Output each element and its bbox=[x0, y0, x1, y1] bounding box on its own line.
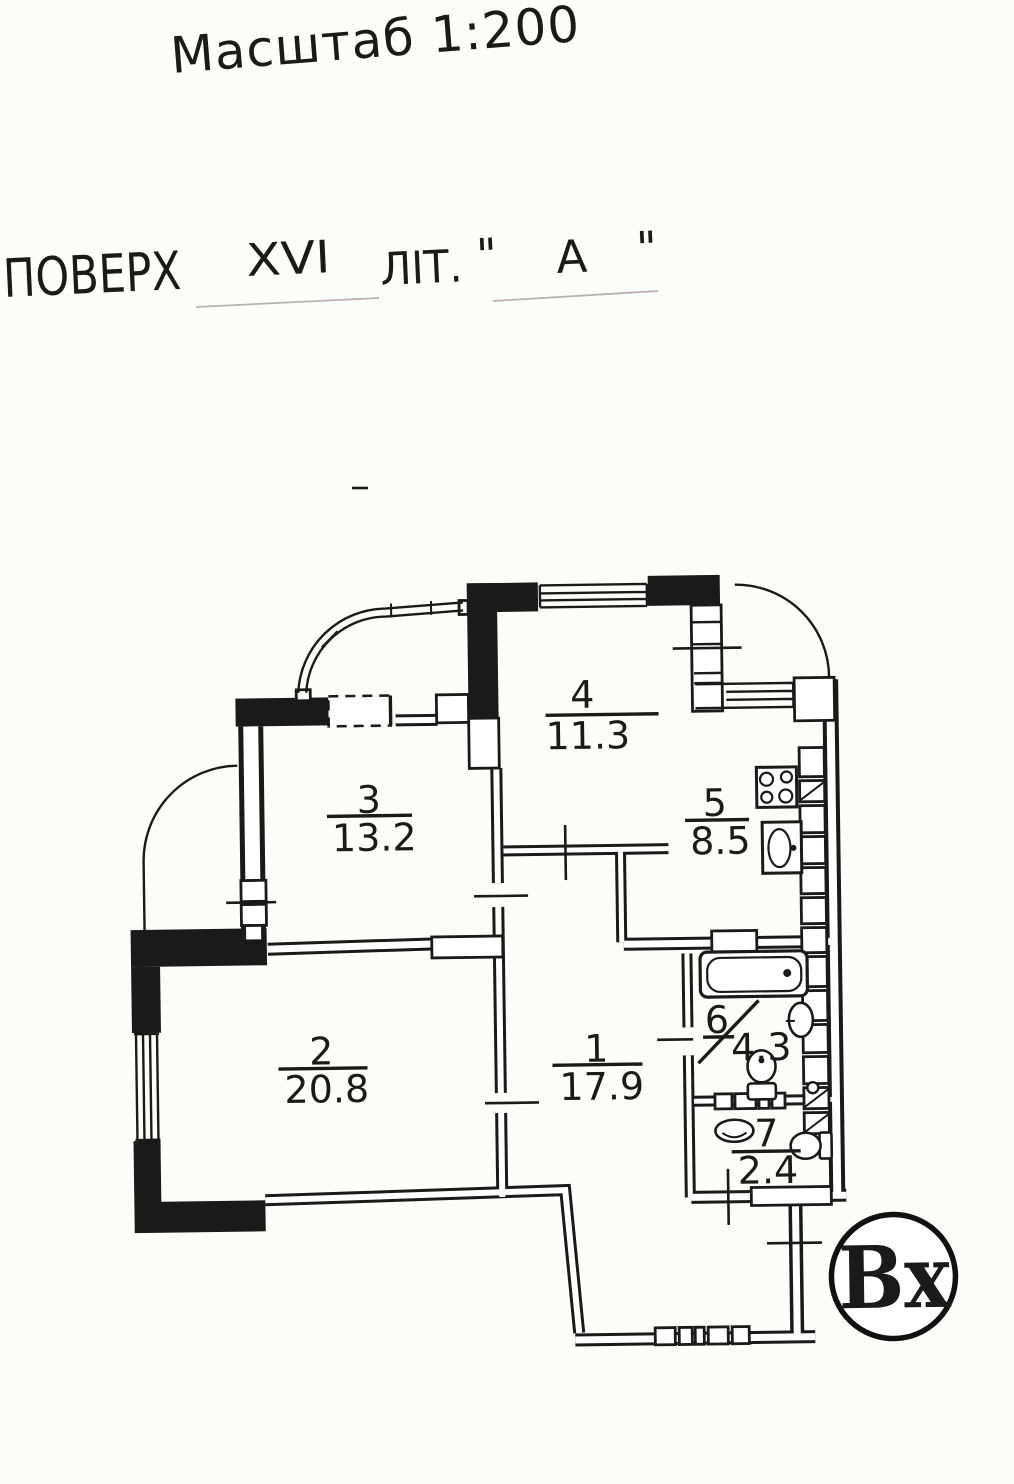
quote-open: " bbox=[475, 228, 498, 282]
floor-value: XVI bbox=[245, 230, 331, 287]
letter-value-underline bbox=[492, 290, 659, 302]
window-kitchen bbox=[695, 681, 795, 710]
room-area: 2.4 bbox=[737, 1148, 798, 1193]
door-ticks bbox=[226, 646, 822, 1245]
room-label-2: 2 20.8 bbox=[278, 1029, 369, 1112]
floor-value-underline bbox=[195, 297, 380, 308]
thick-walls bbox=[130, 574, 721, 1234]
entrance-label: Вх bbox=[838, 1227, 952, 1330]
label-underline bbox=[326, 813, 412, 819]
lit-label: ЛІТ. bbox=[379, 239, 463, 296]
washbasin-wc-icon bbox=[714, 1118, 755, 1144]
room-area: 8.5 bbox=[690, 818, 751, 863]
entrance-marker: Вх bbox=[828, 1211, 959, 1342]
kitchen-sink-icon bbox=[760, 820, 804, 875]
label-slash bbox=[697, 999, 760, 1065]
room-area: 17.9 bbox=[559, 1064, 644, 1109]
label-underline bbox=[552, 1062, 643, 1067]
window-left bbox=[133, 1032, 161, 1142]
window-entrance-strip bbox=[653, 1325, 751, 1347]
floor-label: ПОВЕРХ bbox=[2, 241, 183, 310]
room-labels: 1 17.9 2 20.8 3 13.2 4 11.3 5 bbox=[278, 673, 801, 1193]
quote-close: " bbox=[635, 221, 658, 275]
label-underline bbox=[278, 1066, 368, 1071]
label-underline bbox=[685, 817, 750, 823]
fixtures bbox=[698, 765, 834, 1161]
scale-title: Масштаб 1:200 bbox=[168, 0, 582, 85]
pipe-icon bbox=[806, 1080, 820, 1095]
room-area: 11.3 bbox=[545, 713, 630, 758]
stove-icon bbox=[754, 765, 799, 809]
floor-plan: 1 17.9 2 20.8 3 13.2 4 11.3 5 bbox=[130, 574, 959, 1347]
entrance-circle bbox=[828, 1211, 959, 1342]
header: Масштаб 1:200 ПОВЕРХ XVI ЛІТ. " А " bbox=[2, 0, 659, 490]
windows bbox=[133, 582, 795, 1347]
room-number: 4 bbox=[570, 673, 595, 717]
room-label-5: 5 8.5 bbox=[685, 781, 751, 863]
room-label-1: 1 17.9 bbox=[552, 1026, 644, 1109]
room-area: 13.2 bbox=[332, 815, 417, 860]
room-area: 4.3 bbox=[731, 1025, 792, 1070]
vent-dashed-box bbox=[326, 694, 393, 728]
room-number: 2 bbox=[309, 1029, 334, 1073]
bathtub-icon bbox=[698, 949, 810, 999]
toilet-bath-icon bbox=[746, 1049, 778, 1101]
room-label-7: 7 2.4 bbox=[731, 1111, 801, 1193]
service-shaft bbox=[797, 746, 831, 1136]
balcony-arcs bbox=[142, 583, 831, 935]
window-top bbox=[538, 582, 649, 609]
room-number: 5 bbox=[702, 781, 727, 825]
room-label-3: 3 13.2 bbox=[326, 778, 417, 860]
room-label-6: 6 4.3 bbox=[697, 998, 792, 1070]
label-underline bbox=[545, 712, 659, 718]
room-area: 20.8 bbox=[284, 1067, 369, 1112]
label-underline bbox=[731, 1149, 801, 1154]
thin-walls-inner bbox=[243, 679, 847, 1344]
room-number: 7 bbox=[754, 1111, 779, 1155]
washbasin-bath-icon bbox=[785, 1001, 815, 1039]
wall-blocks bbox=[239, 598, 837, 1207]
letter-value: А bbox=[555, 230, 588, 284]
room-label-4: 4 11.3 bbox=[545, 673, 659, 758]
